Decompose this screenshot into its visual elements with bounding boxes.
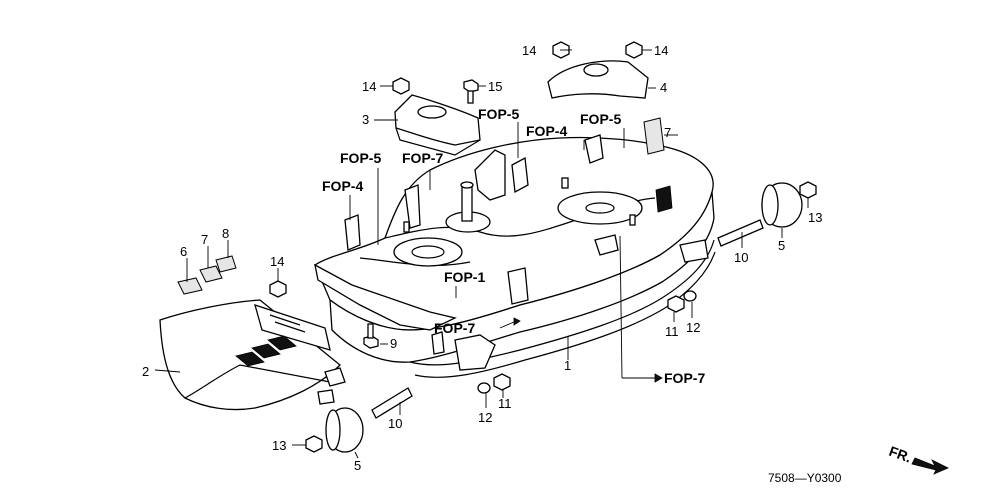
bolt-9 <box>363 323 379 349</box>
pulley-cover-left <box>394 94 481 156</box>
axle-10-left <box>371 387 413 419</box>
ref-fop-7-right: FOP-7 <box>664 370 705 386</box>
front-direction-arrow: FR. <box>887 443 949 475</box>
ref-fop-5-right: FOP-5 <box>580 111 621 127</box>
callout-7-left: 7 <box>201 232 208 247</box>
direction-label: FR. <box>887 443 914 466</box>
callout-11-left: 11 <box>498 396 512 411</box>
gauge-wheel-right <box>761 182 803 228</box>
ref-fop-5-center: FOP-5 <box>478 106 519 122</box>
axle-10-right <box>717 219 764 247</box>
ref-fop-7-lower: FOP-7 <box>434 320 475 336</box>
nut-14-c <box>392 77 410 95</box>
bolt-13-left <box>305 435 323 453</box>
leader-lines <box>154 49 809 459</box>
callout-8: 8 <box>222 226 229 241</box>
gauge-wheel-left <box>325 407 364 453</box>
callout-12-right: 12 <box>686 320 700 335</box>
callout-5-left: 5 <box>354 458 361 473</box>
nuts-11-12-left <box>477 373 511 394</box>
callout-numbers: 1 2 3 4 5 5 6 7 7 8 9 10 10 11 11 12 12 … <box>142 43 822 473</box>
decal-8 <box>215 255 237 273</box>
ref-fop-1: FOP-1 <box>444 269 485 285</box>
ref-fop-5-left: FOP-5 <box>340 150 381 166</box>
callout-3: 3 <box>362 112 369 127</box>
pulley-cover-right <box>547 60 649 99</box>
ref-fop-4-left: FOP-4 <box>322 178 363 194</box>
callout-1: 1 <box>564 358 571 373</box>
callout-7-right: 7 <box>664 125 671 140</box>
bolt-13-right <box>799 181 817 199</box>
callout-14-top-left: 14 <box>522 43 536 58</box>
callout-10-right: 10 <box>734 250 748 265</box>
fop-references: FOP-5 FOP-5 FOP-5 FOP-7 FOP-7 FOP-7 FOP-… <box>322 106 705 386</box>
diagram-code: 7508—Y0300 <box>768 471 842 485</box>
callout-14-chute: 14 <box>270 254 284 269</box>
callout-11-right: 11 <box>665 324 679 339</box>
callout-14-top-right: 14 <box>654 43 668 58</box>
callout-4: 4 <box>660 80 667 95</box>
bolt-15 <box>463 79 479 104</box>
ref-fop-7-top: FOP-7 <box>402 150 443 166</box>
decal-7-b <box>643 117 673 213</box>
callout-5-right: 5 <box>778 238 785 253</box>
discharge-chute <box>159 299 346 411</box>
callout-13-right: 13 <box>808 210 822 225</box>
nut-14-b <box>625 41 643 59</box>
ref-fop-4-right: FOP-4 <box>526 123 567 139</box>
callout-13-left: 13 <box>272 438 286 453</box>
decal-6 <box>177 277 203 295</box>
callout-10-left: 10 <box>388 416 402 431</box>
callout-6: 6 <box>180 244 187 259</box>
callout-12-left: 12 <box>478 410 492 425</box>
callout-14-cover: 14 <box>362 79 376 94</box>
callout-2: 2 <box>142 364 149 379</box>
decal-7-a <box>199 265 223 283</box>
nut-14-d <box>269 280 287 298</box>
callout-9: 9 <box>390 336 397 351</box>
callout-15: 15 <box>488 79 502 94</box>
nuts-11-12-right <box>667 290 697 313</box>
